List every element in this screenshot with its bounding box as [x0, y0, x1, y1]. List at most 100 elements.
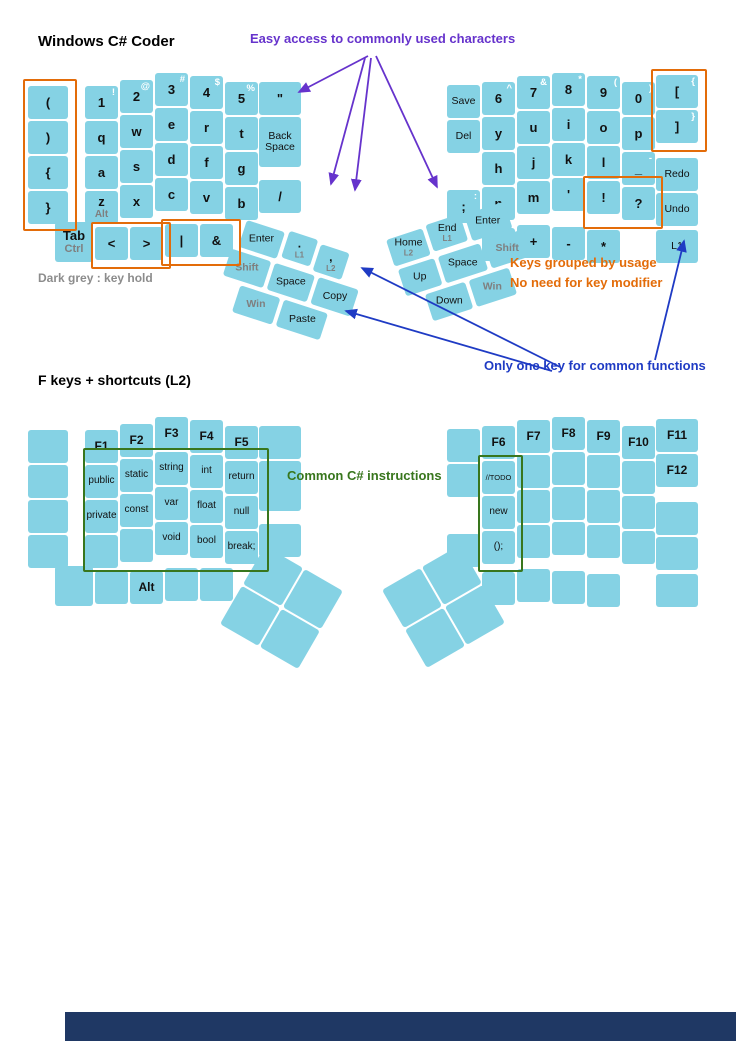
key-blank [587, 574, 620, 607]
key-shift-char: ! [111, 87, 115, 98]
annotation-arrow-purple [375, 55, 438, 189]
key-symbol: ,L2 [312, 244, 350, 281]
key-shift-char: ^ [506, 83, 512, 94]
key-o: o [587, 111, 620, 144]
key-label: F12 [666, 463, 688, 478]
key-label: 9 [599, 84, 608, 100]
key-blank [28, 500, 68, 533]
key-break: break; [225, 531, 258, 564]
key-1: !1 [85, 86, 118, 119]
key-label: F10 [628, 435, 649, 450]
key-label: m [527, 189, 540, 205]
key-f1: F1 [85, 430, 118, 463]
key-label: ) [45, 129, 51, 145]
key-label: Down [435, 294, 463, 307]
key-f8: F8 [552, 417, 585, 450]
key-symbol: > [130, 227, 163, 260]
key-label: (); [493, 541, 504, 553]
key-6: ^6 [482, 82, 515, 115]
key-label: p [634, 125, 643, 141]
key-label: Del [455, 129, 472, 142]
key-shift-char: } [691, 111, 695, 122]
key-shift-char: ) [648, 83, 652, 94]
key-label: F2 [129, 433, 144, 448]
key-symbol: ? [622, 187, 655, 220]
key-label: ; [461, 198, 466, 214]
key-label: const [124, 504, 149, 516]
key-label: i [566, 116, 571, 132]
key-label: c [167, 186, 176, 202]
footer-bar [65, 1012, 736, 1041]
key-label: F6 [491, 435, 506, 450]
key-bool: bool [190, 525, 223, 558]
key-label: break; [227, 541, 256, 553]
key-label: 3 [167, 81, 176, 97]
key-symbol: ' [552, 178, 585, 211]
key-x: x [120, 185, 153, 218]
grouped-usage-note-line1: Keys grouped by usage [510, 255, 657, 270]
key-blank [552, 571, 585, 604]
highlight-box-orange [23, 79, 77, 231]
key-0: )0 [622, 82, 655, 115]
key-label: 7 [529, 84, 538, 100]
layer2-title: F keys + shortcuts (L2) [38, 372, 191, 388]
key-back-space: Back Space [259, 117, 301, 167]
key-blank [517, 569, 550, 602]
key-f4: F4 [190, 420, 223, 453]
key-label: < [107, 235, 116, 251]
key-g: g [225, 152, 258, 185]
key-label: ( [45, 94, 51, 110]
key-hold-label: L1 [442, 233, 452, 243]
key-y: y [482, 117, 515, 150]
highlight-box-green [478, 455, 523, 572]
key-f6: F6 [482, 426, 515, 459]
key-symbol: }] [656, 110, 698, 143]
key-label: s [132, 158, 141, 174]
annotation-arrow-purple [350, 57, 372, 192]
key-const: const [120, 494, 153, 527]
key-b: b [225, 187, 258, 220]
key-save: Save [447, 85, 480, 118]
key-blank [622, 496, 655, 529]
key-symbol: ) [28, 121, 68, 154]
key-label: static [124, 469, 149, 481]
key-hold-label: L2 [403, 248, 414, 258]
key-blank [656, 537, 698, 570]
key-label: Shift [496, 242, 520, 255]
key-label: y [494, 125, 503, 141]
key-return: return [225, 461, 258, 494]
key-label: int [201, 465, 212, 477]
key-hold-label: Ctrl [64, 242, 84, 255]
key-label: Undo [664, 202, 690, 215]
key-void: void [155, 522, 188, 555]
highlight-box-orange [583, 176, 663, 229]
key-label: a [97, 164, 106, 180]
key-j: j [517, 146, 550, 179]
key-f9: F9 [587, 420, 620, 453]
key-e: e [155, 108, 188, 141]
key-symbol: - [552, 227, 585, 260]
key-blank [259, 461, 301, 511]
key-7: &7 [517, 76, 550, 109]
key-label: Up [413, 270, 427, 283]
key-static: static [120, 459, 153, 492]
key-shift-char: # [179, 74, 185, 85]
key-u: u [517, 111, 550, 144]
key-label: null [233, 506, 250, 518]
key-2: @2 [120, 80, 153, 113]
key-shift-char: * [578, 74, 582, 85]
key-label: //TODO [485, 472, 512, 482]
key-hold-label: L1 [295, 250, 305, 260]
key-f10: F10 [622, 426, 655, 459]
key-blank [587, 455, 620, 488]
key-shift-char: $ [214, 77, 220, 88]
key-label: Back Space [265, 129, 295, 153]
highlight-box-orange [91, 222, 171, 269]
key-label: > [142, 235, 151, 251]
key-float: float [190, 490, 223, 523]
key-m: m [517, 181, 550, 214]
key-l1: L1 [656, 230, 698, 263]
key-f12: F12 [656, 454, 698, 487]
key-label: * [600, 238, 607, 254]
